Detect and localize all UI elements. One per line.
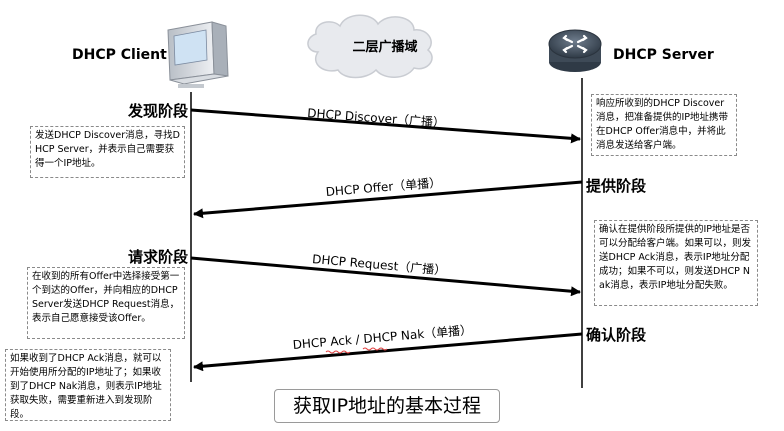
phase-request-label: 请求阶段 [128,248,189,266]
cloud-icon [307,14,433,79]
diagram-caption: 获取IP地址的基本过程 [274,389,500,423]
router-icon [548,29,602,72]
request-arrow [190,256,581,297]
broadcast-domain-label: 二层广播域 [352,40,418,55]
server-offer-note: 响应所收到的DHCP Discover消息，把准备提供的IP地址携带在DHCP … [591,94,737,156]
ack-arrow [193,332,583,372]
phase-offer-label: 提供阶段 [586,177,647,195]
offer-arrow [193,180,583,219]
client-request-note: 在收到的所有Offer中选择接受第一个到达的Offer，并向相应的DHCP Se… [27,267,185,339]
phase-ack-label: 确认阶段 [586,326,647,344]
server-label: DHCP Server [613,47,714,63]
client-result-note: 如果收到了DHCP Ack消息，就可以开始使用所分配的IP地址了；如果收到了DH… [5,349,171,421]
discover-arrow [190,108,581,144]
server-ack-note: 确认在提供阶段所提供的IP地址是否可以分配给客户端。如果可以，则发送DHCP A… [594,220,758,306]
client-discover-note: 发送DHCP Discover消息，寻找DHCP Server，并表示自己需要获… [30,126,185,178]
desktop-computer-icon [167,21,229,88]
client-label: DHCP Client [72,47,167,63]
phase-discover-label: 发现阶段 [128,102,189,120]
